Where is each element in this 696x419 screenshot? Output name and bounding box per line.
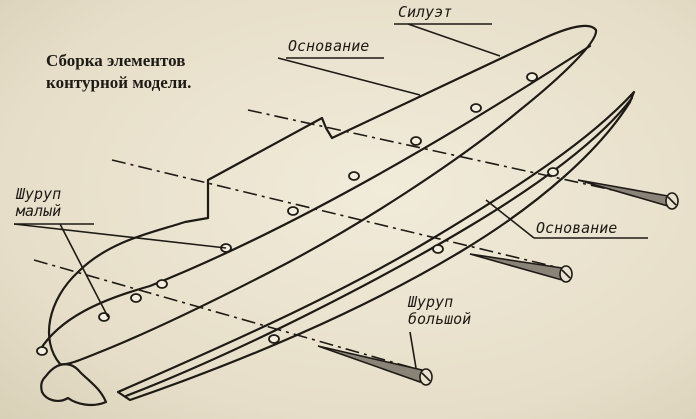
screw-hole — [470, 103, 482, 113]
diagram-title: Сборка элементов контурной модели. — [46, 50, 191, 94]
leader-screw-large — [409, 331, 417, 369]
title-line-2: контурной модели. — [46, 73, 192, 92]
screw-hole — [410, 136, 422, 146]
screw-hole — [156, 279, 168, 289]
label-silhouette: Силуэт — [398, 3, 453, 21]
title-line-1: Сборка элементов — [46, 51, 186, 70]
screw-hole — [547, 167, 559, 177]
silhouette-outline — [47, 24, 598, 366]
base-top-inner-line — [38, 44, 592, 352]
axis-line-1 — [247, 109, 641, 197]
screw-large-lower — [317, 345, 423, 384]
axis-line-3 — [33, 259, 421, 371]
label-base-top: Основание — [288, 37, 370, 55]
leader-base-right — [485, 199, 535, 239]
fin-wave — [40, 363, 108, 407]
leader-screw-small — [59, 223, 109, 318]
screw-hole — [36, 346, 48, 356]
screw-hole — [348, 171, 360, 181]
label-screw-small: Шуруп малый — [16, 185, 62, 220]
screw-hole — [130, 293, 142, 303]
base-right-strip — [116, 90, 636, 402]
axis-line-2 — [111, 159, 561, 269]
screw-hole — [287, 206, 299, 216]
leader-base-top — [277, 57, 421, 96]
label-base-right: Основание — [536, 219, 618, 237]
screw-hole — [268, 334, 280, 344]
screw-large-upper — [577, 179, 669, 208]
screw-hole — [432, 244, 444, 254]
label-screw-large: Шуруп большой — [408, 293, 472, 328]
screw-hole — [526, 72, 538, 82]
leader-screw-small — [13, 223, 227, 249]
leader-silhouette — [407, 23, 501, 57]
base-right-inner-line — [124, 96, 634, 398]
